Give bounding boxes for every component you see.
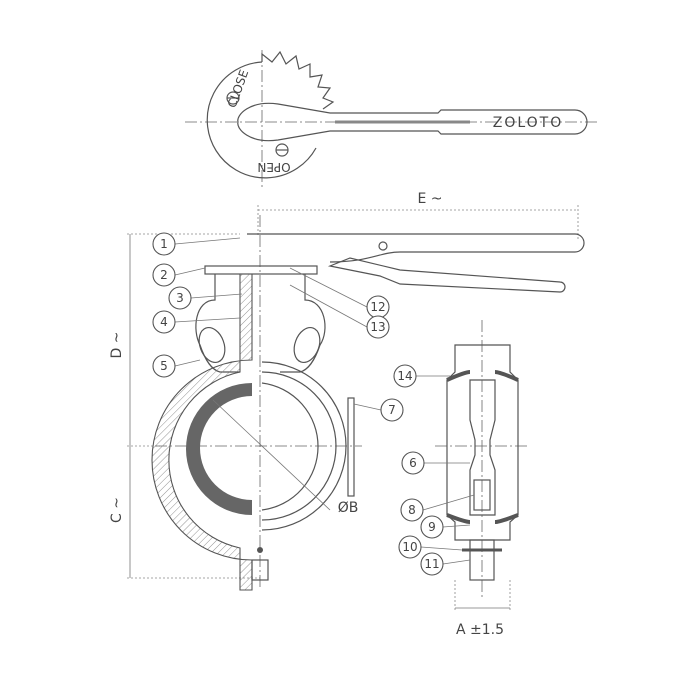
callout-5: 5 <box>152 354 176 378</box>
handle-side <box>247 233 585 263</box>
handle-top-view: CLOSE OPEN ZOLOTO <box>185 50 600 190</box>
svg-text:5: 5 <box>160 359 168 373</box>
svg-text:9: 9 <box>428 520 436 534</box>
callout-9: 9 <box>420 515 444 539</box>
svg-text:4: 4 <box>160 315 168 329</box>
callout-14: 14 <box>393 364 417 388</box>
callout-1: 1 <box>152 232 176 256</box>
valve-side-view: A ±1.5 <box>435 320 530 638</box>
callout-6: 6 <box>401 451 425 475</box>
svg-text:8: 8 <box>408 503 416 517</box>
zoloto-logo: ZOLOTO <box>493 115 564 131</box>
handle-lever <box>237 102 588 142</box>
callout-11: 11 <box>420 552 444 576</box>
dimension-d: D ~ <box>109 332 125 359</box>
svg-text:12: 12 <box>370 300 385 314</box>
dimension-e: E ~ <box>417 191 442 207</box>
open-label: OPEN <box>257 160 290 174</box>
valve-front-view: ØB <box>151 215 585 591</box>
svg-text:1: 1 <box>160 237 168 251</box>
dimension-a: A ±1.5 <box>456 622 504 638</box>
svg-text:11: 11 <box>424 557 439 571</box>
svg-text:7: 7 <box>388 403 396 417</box>
svg-text:2: 2 <box>160 268 168 282</box>
svg-text:3: 3 <box>176 291 184 305</box>
callout-12: 12 <box>366 295 390 319</box>
callout-13: 13 <box>366 315 390 339</box>
seat <box>186 383 252 515</box>
dimension-c: C ~ <box>109 497 125 523</box>
callout-2: 2 <box>152 263 176 287</box>
callout-7: 7 <box>380 398 404 422</box>
svg-text:13: 13 <box>370 320 385 334</box>
teeth-notch-plate <box>261 50 335 110</box>
callout-4: 4 <box>152 310 176 334</box>
callout-8: 8 <box>400 498 424 522</box>
dimension-b: ØB <box>338 500 359 516</box>
svg-text:6: 6 <box>409 456 417 470</box>
callout-10: 10 <box>398 535 422 559</box>
svg-text:10: 10 <box>402 540 417 554</box>
svg-text:14: 14 <box>397 369 412 383</box>
callout-3: 3 <box>168 286 192 310</box>
